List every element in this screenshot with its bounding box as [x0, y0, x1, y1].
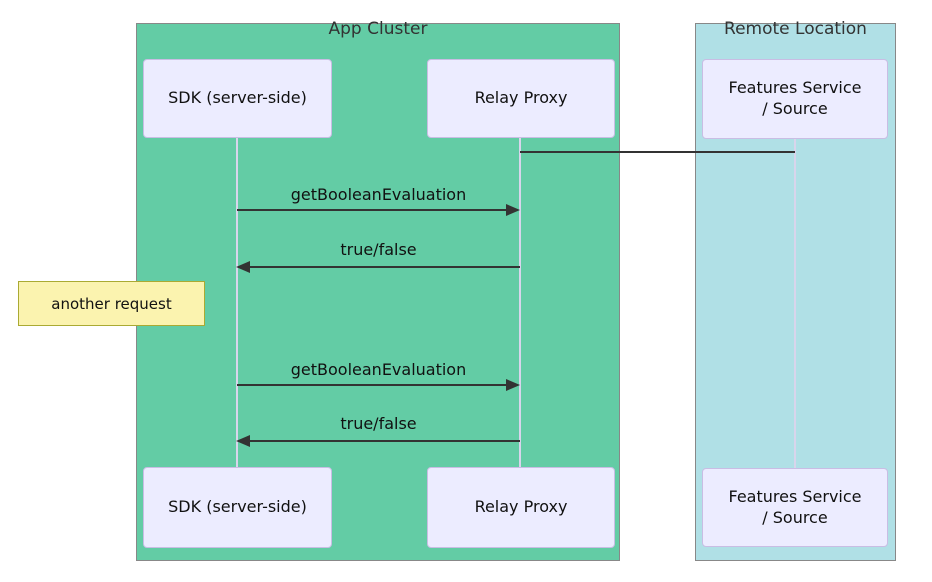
message-label-get-boolean-evaluation-2: getBooleanEvaluation: [290, 360, 467, 379]
actor-features-service-top: Features Service / Source: [702, 59, 888, 139]
lifeline-sdk: [236, 138, 238, 467]
app-cluster-title: App Cluster: [328, 19, 428, 39]
actor-relay-proxy-bottom-label: Relay Proxy: [474, 497, 568, 517]
message-line-4: [250, 440, 520, 442]
actor-features-service-bottom-label: Features Service / Source: [728, 486, 862, 527]
arrowhead-right-icon: [506, 204, 520, 216]
message-label-true-false-1: true/false: [340, 240, 417, 259]
actor-sdk-top-label: SDK (server-side): [168, 88, 307, 108]
relay-to-features-connection-line: [520, 151, 795, 153]
lifeline-features-service: [794, 139, 796, 468]
message-label-get-boolean-evaluation-1: getBooleanEvaluation: [290, 185, 467, 204]
actor-relay-proxy-top-label: Relay Proxy: [474, 88, 568, 108]
message-label-true-false-2: true/false: [340, 414, 417, 433]
note-another-request: another request: [18, 281, 205, 326]
remote-location-title: Remote Location: [724, 19, 867, 39]
arrowhead-left-icon: [236, 261, 250, 273]
actor-sdk-bottom-label: SDK (server-side): [168, 497, 307, 517]
arrowhead-left-icon: [236, 435, 250, 447]
message-line-1: [237, 209, 507, 211]
message-line-3: [237, 384, 507, 386]
actor-sdk-top: SDK (server-side): [143, 59, 332, 138]
actor-features-service-bottom: Features Service / Source: [702, 468, 888, 547]
lifeline-relay-proxy: [519, 138, 521, 467]
actor-relay-proxy-bottom: Relay Proxy: [427, 467, 615, 548]
message-line-2: [250, 266, 520, 268]
actor-features-service-top-label: Features Service / Source: [728, 78, 862, 118]
actor-sdk-bottom: SDK (server-side): [143, 467, 332, 548]
note-label: another request: [51, 294, 172, 313]
arrowhead-right-icon: [506, 379, 520, 391]
actor-relay-proxy-top: Relay Proxy: [427, 59, 615, 138]
